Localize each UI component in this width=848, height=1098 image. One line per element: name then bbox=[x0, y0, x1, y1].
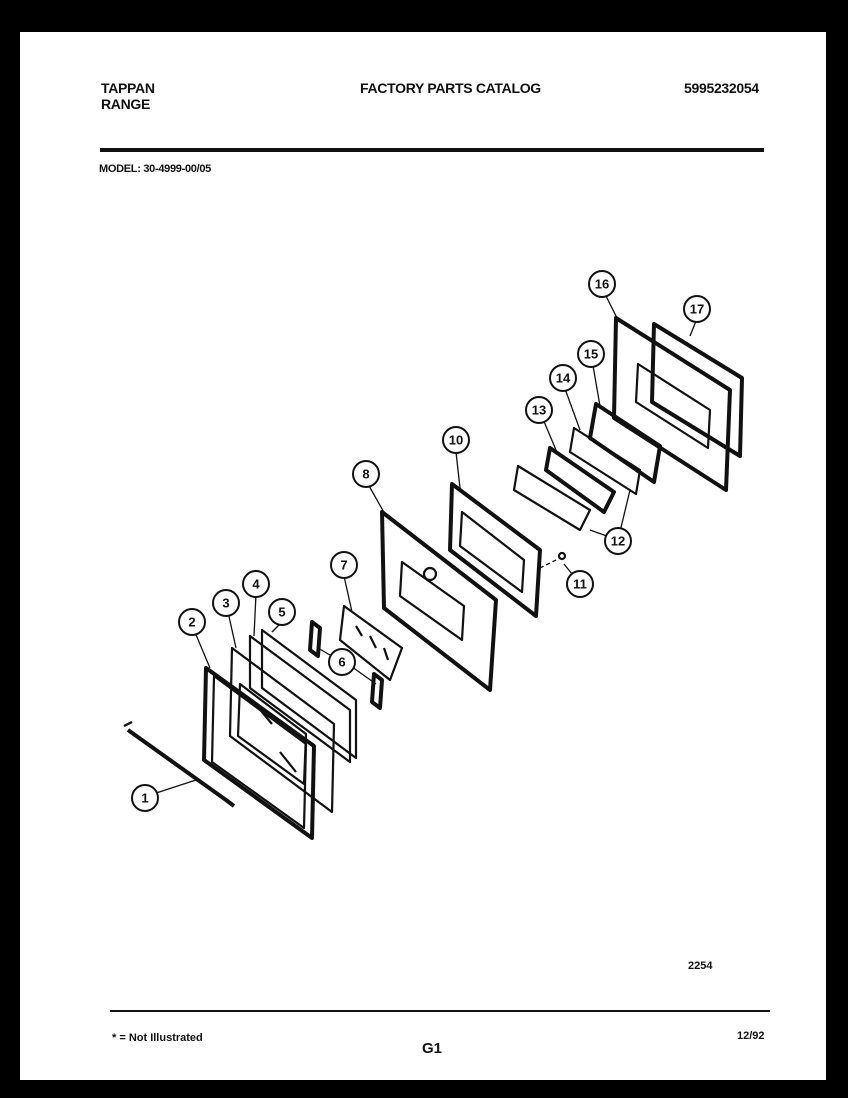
model-number: MODEL: 30-4999-00/05 bbox=[99, 163, 211, 175]
part-outer-door-frame bbox=[202, 666, 316, 840]
header-rule bbox=[100, 148, 764, 152]
page-label: G1 bbox=[422, 1040, 443, 1057]
part-window-glass bbox=[512, 446, 616, 532]
part-inner-door-panel bbox=[380, 510, 498, 692]
callout-7: 7 bbox=[330, 551, 358, 579]
part-glass-panel-5 bbox=[260, 628, 358, 760]
part-screw bbox=[539, 551, 567, 569]
catalog-date: 12/92 bbox=[737, 1030, 765, 1042]
part-inner-door bbox=[228, 646, 336, 814]
callout-5: 5 bbox=[268, 598, 296, 626]
part-small-glass bbox=[338, 604, 404, 682]
callout-6: 6 bbox=[328, 648, 356, 676]
callout-2: 2 bbox=[178, 608, 206, 636]
callout-1: 1 bbox=[131, 784, 159, 812]
callout-13-label: 13 bbox=[532, 403, 546, 418]
catalog-page bbox=[20, 32, 826, 1080]
callout-10-label: 10 bbox=[449, 433, 463, 448]
callout-11-label: 11 bbox=[573, 577, 587, 592]
callout-11: 11 bbox=[566, 570, 594, 598]
callout-13: 13 bbox=[525, 396, 553, 424]
callout-4-label: 4 bbox=[252, 577, 260, 592]
callout-8-label: 8 bbox=[362, 467, 369, 482]
callout-17: 17 bbox=[683, 295, 711, 323]
callout-5-label: 5 bbox=[278, 605, 285, 620]
callout-14-label: 14 bbox=[556, 371, 571, 386]
callout-15: 15 bbox=[577, 340, 605, 368]
part-outer-gasket bbox=[650, 322, 744, 458]
part-door-liner bbox=[448, 482, 542, 618]
brand-line-1: TAPPAN bbox=[101, 80, 155, 96]
callout-12: 12 bbox=[604, 527, 632, 555]
catalog-number: 5995232054 bbox=[684, 80, 759, 96]
callout-2-label: 2 bbox=[188, 615, 195, 630]
callout-14: 14 bbox=[549, 364, 577, 392]
part-retainers bbox=[308, 620, 384, 710]
callout-7-label: 7 bbox=[340, 558, 347, 573]
part-handle bbox=[123, 721, 236, 808]
reference-number: 2254 bbox=[688, 960, 713, 972]
callout-3-label: 3 bbox=[222, 596, 229, 611]
callout-12-label: 12 bbox=[611, 534, 625, 549]
brand-line-2: RANGE bbox=[101, 96, 151, 112]
callout-8: 8 bbox=[352, 460, 380, 488]
part-glass-panel-4 bbox=[248, 634, 352, 764]
footer-rule bbox=[110, 1010, 770, 1012]
callout-3: 3 bbox=[212, 589, 240, 617]
callout-6-label: 6 bbox=[338, 655, 345, 670]
callout-4: 4 bbox=[242, 570, 270, 598]
callout-16-label: 16 bbox=[595, 277, 609, 292]
part-gasket-frame bbox=[612, 316, 732, 492]
callout-16: 16 bbox=[588, 270, 616, 298]
footnote: * = Not Illustrated bbox=[112, 1032, 203, 1044]
callout-15-label: 15 bbox=[584, 347, 598, 362]
callout-1-label: 1 bbox=[141, 791, 148, 806]
catalog-title: FACTORY PARTS CATALOG bbox=[360, 80, 541, 96]
callout-10: 10 bbox=[442, 426, 470, 454]
callout-17-label: 17 bbox=[690, 302, 704, 317]
